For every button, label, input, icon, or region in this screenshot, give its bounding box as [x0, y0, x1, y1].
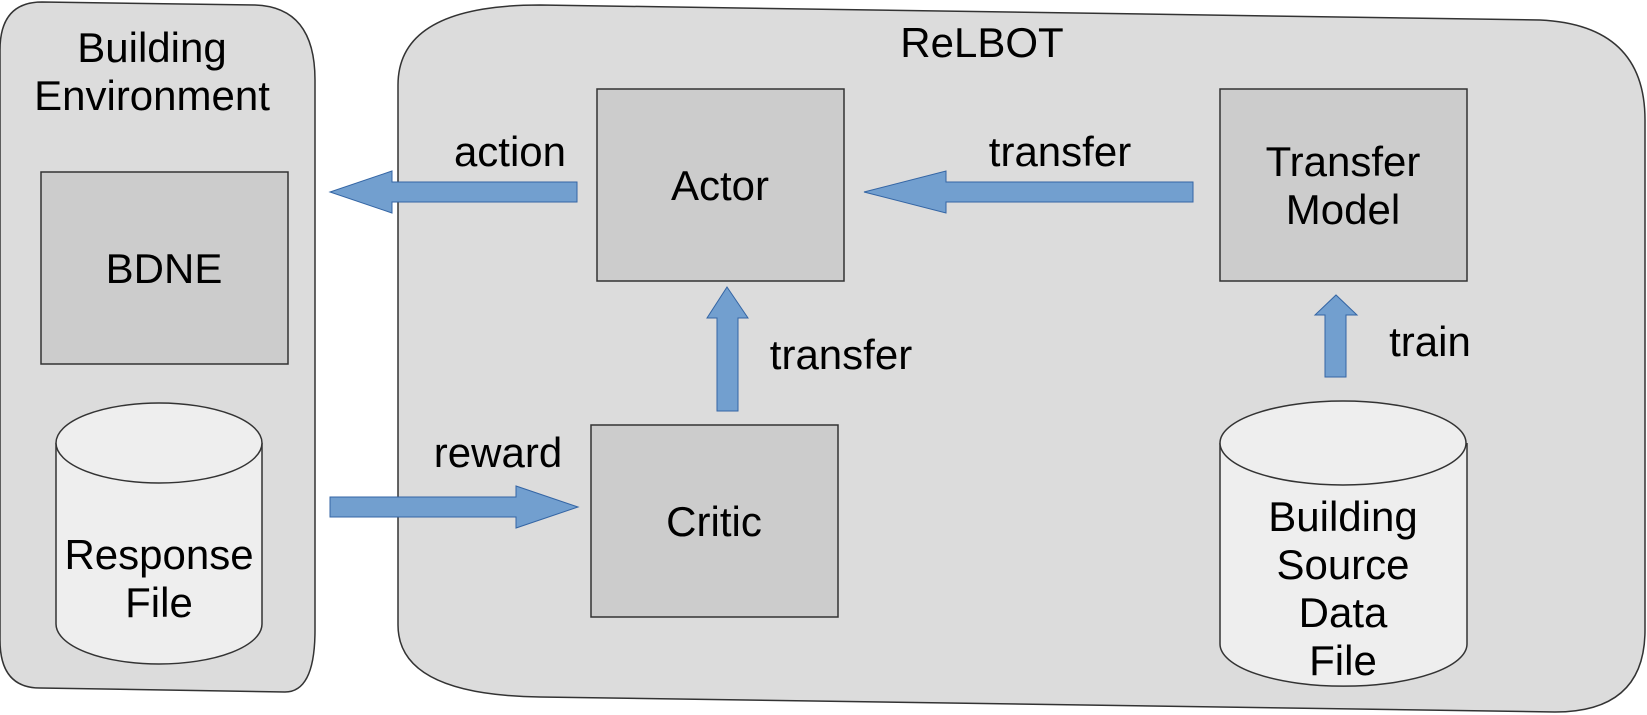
critic-box [590, 424, 839, 618]
source-file-label-line4: File [1309, 637, 1377, 684]
train-arrow [1313, 294, 1359, 378]
source-file-label-line2: Source [1276, 541, 1409, 588]
building-environment-title-line1: Building [77, 24, 226, 71]
critic-label: Critic [666, 498, 762, 545]
bdne-box [40, 171, 289, 365]
response-file-cylinder [55, 402, 263, 665]
source-file-label-line3: Data [1299, 589, 1388, 636]
source-file-label-line1: Building [1268, 493, 1417, 540]
transfer-top-arrow [863, 170, 1194, 214]
reward-label: reward [434, 429, 562, 476]
building-environment-title-line2: Environment [34, 72, 270, 119]
transfer-model-box [1219, 88, 1468, 282]
reward-arrow [329, 485, 580, 529]
train-label: train [1389, 318, 1471, 365]
transfer-mid-arrow [706, 286, 749, 412]
transfer-model-label-line2: Model [1286, 186, 1400, 233]
action-label: action [454, 128, 566, 175]
action-arrow [328, 170, 578, 214]
bdne-label: BDNE [106, 245, 223, 292]
transfer-top-label: transfer [989, 128, 1131, 175]
building-source-data-file-cylinder [1219, 400, 1468, 687]
response-file-label-line2: File [125, 579, 193, 626]
response-file-label-line1: Response [64, 531, 253, 578]
actor-box [596, 88, 845, 282]
relbot-title: ReLBOT [900, 19, 1063, 66]
transfer-model-label-line1: Transfer [1266, 138, 1421, 185]
actor-label: Actor [671, 162, 769, 209]
transfer-mid-label: transfer [770, 331, 912, 378]
